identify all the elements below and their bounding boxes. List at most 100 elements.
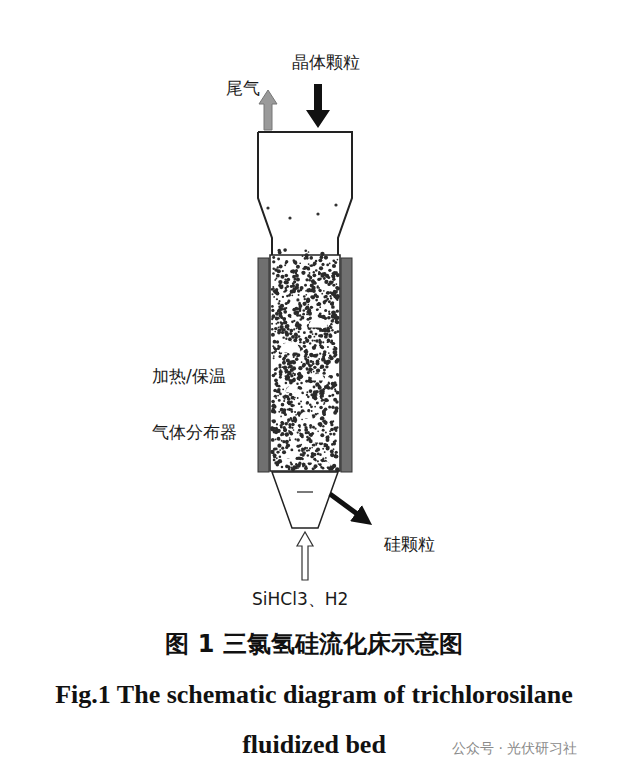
- particle-dot: [323, 328, 327, 332]
- particle-dot: [324, 335, 328, 339]
- particle-dot: [336, 286, 340, 290]
- particle-dot: [277, 249, 280, 252]
- particle-dot: [318, 463, 320, 465]
- particle-dot: [312, 426, 315, 429]
- particle-dot: [319, 406, 323, 410]
- particle-dot: [304, 298, 306, 300]
- particle-dot: [280, 408, 284, 412]
- particle-dot: [276, 270, 278, 272]
- particle-dot: [295, 414, 297, 416]
- particle-dot: [307, 437, 311, 441]
- particle-dot: [280, 421, 283, 424]
- particle-dot: [326, 446, 330, 450]
- particle-dot: [311, 355, 313, 357]
- particle-dot: [334, 203, 337, 206]
- particle-dot: [309, 272, 311, 274]
- particle-dot: [273, 357, 275, 359]
- particle-dot: [308, 304, 310, 306]
- particle-dot: [331, 329, 333, 331]
- particle-dot: [278, 411, 280, 413]
- particle-dot: [271, 400, 275, 404]
- particle-dot: [325, 435, 329, 439]
- particle-dot: [296, 356, 298, 358]
- particle-dot: [275, 316, 279, 320]
- particle-dot: [321, 400, 323, 402]
- particle-dot: [331, 311, 335, 315]
- particle-dot: [287, 301, 290, 304]
- particle-dot: [319, 289, 322, 292]
- particle-dot: [285, 274, 289, 278]
- reactor-outline: [258, 132, 352, 258]
- particle-dot: [301, 457, 303, 459]
- particle-dot: [282, 388, 284, 390]
- particle-dot: [329, 280, 332, 283]
- particle-dot: [313, 274, 315, 276]
- particle-dot: [294, 411, 296, 413]
- particle-dot: [320, 365, 324, 369]
- particle-dot: [329, 325, 331, 327]
- particle-dot: [312, 368, 314, 370]
- bed-column: [270, 255, 340, 471]
- particle-dot: [320, 416, 324, 420]
- particle-dot: [315, 260, 317, 262]
- particle-dot: [271, 438, 275, 442]
- particle-dot: [282, 296, 284, 298]
- particle-dot: [307, 371, 310, 374]
- particle-dot: [327, 329, 330, 332]
- particle-dot: [290, 417, 292, 419]
- particle-dot: [275, 312, 279, 316]
- particle-dot: [318, 258, 322, 262]
- particle-dot: [281, 403, 285, 407]
- particle-dot: [283, 318, 286, 321]
- particle-dot: [330, 450, 334, 454]
- particle-dot: [279, 265, 283, 269]
- particle-dot: [313, 395, 317, 399]
- particle-dot: [328, 313, 330, 315]
- particle-dot: [295, 307, 299, 311]
- particle-dot: [332, 278, 335, 281]
- particle-dot: [303, 295, 306, 298]
- particle-dot: [331, 394, 333, 396]
- particle-dot: [332, 394, 335, 397]
- particle-dot: [316, 360, 320, 364]
- particle-dot: [294, 373, 296, 375]
- particle-dot: [304, 428, 308, 432]
- feed-arrow: [306, 84, 330, 128]
- particle-dot: [312, 346, 316, 350]
- particle-dot: [282, 308, 284, 310]
- particle-dot: [282, 270, 284, 272]
- distributor-cone: [272, 472, 338, 528]
- particle-dot: [335, 467, 339, 471]
- particle-dot: [299, 338, 302, 341]
- particle-dot: [322, 448, 324, 450]
- particle-dot: [301, 361, 303, 363]
- particle-dot: [316, 368, 320, 372]
- particle-dot: [317, 431, 319, 433]
- particle-dot: [281, 316, 283, 318]
- particle-dot: [328, 269, 331, 272]
- particle-dot: [311, 452, 315, 456]
- particle-dot: [272, 345, 274, 347]
- particle-dot: [322, 425, 324, 427]
- particle-dot: [271, 405, 274, 408]
- particle-dot: [282, 308, 285, 311]
- particle-dot: [319, 334, 323, 338]
- particle-dot: [319, 353, 321, 355]
- particle-dot: [323, 413, 326, 416]
- particle-dot: [320, 433, 324, 437]
- particle-dot: [299, 314, 301, 316]
- particle-dot: [291, 396, 295, 400]
- particle-dot: [299, 309, 302, 312]
- particle-dot: [319, 390, 323, 394]
- particle-dot: [313, 366, 316, 369]
- particle-dot: [277, 258, 280, 261]
- particle-dot: [325, 432, 327, 434]
- particle-dot: [313, 336, 315, 338]
- particle-dot: [314, 467, 316, 469]
- particle-dot: [312, 339, 314, 341]
- particle-dot: [333, 411, 337, 415]
- particle-dot: [285, 325, 289, 329]
- particle-dot: [330, 357, 332, 359]
- particle-dot: [310, 405, 313, 408]
